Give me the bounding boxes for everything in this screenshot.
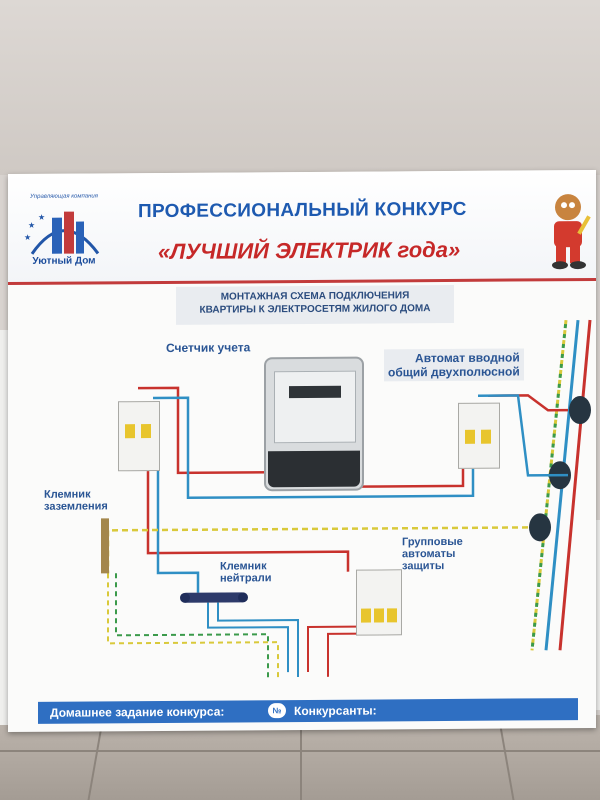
neutral-wire bbox=[153, 396, 475, 500]
svg-text:★: ★ bbox=[38, 213, 45, 222]
meter-face bbox=[274, 370, 356, 444]
breaker-toggle bbox=[125, 424, 135, 439]
group-breakers bbox=[356, 569, 402, 636]
group-breakers-label-line1: Групповые bbox=[402, 535, 463, 549]
svg-text:★: ★ bbox=[24, 233, 31, 242]
meter-terminal-cover bbox=[268, 450, 360, 488]
ground-terminal-label: Клемник заземления bbox=[44, 488, 108, 512]
meter-display bbox=[289, 385, 341, 399]
breaker-toggle bbox=[374, 608, 384, 623]
svg-text:★: ★ bbox=[28, 221, 35, 230]
ground-terminal-label-line1: Клемник bbox=[44, 488, 91, 501]
riser-tap-clamp bbox=[569, 396, 591, 425]
neutral-terminal-label-line2: нейтрали bbox=[220, 572, 272, 585]
ground-terminal-bar bbox=[101, 518, 109, 574]
breaker-toggle bbox=[481, 429, 491, 444]
breaker-toggle bbox=[141, 424, 151, 439]
riser-phase-wire bbox=[558, 319, 592, 651]
company-logo: Управляющая компания ★ ★ ★ Уютный Дом bbox=[18, 193, 110, 272]
neutral-wire bbox=[156, 467, 200, 593]
phase-wire bbox=[353, 450, 465, 488]
ground-wire bbox=[106, 526, 528, 574]
wall bbox=[0, 0, 600, 175]
poster-footer: Домашнее задание конкурса: № Конкурсанты… bbox=[38, 698, 578, 724]
contestants-label: Конкурсанты: bbox=[294, 703, 377, 719]
neutral-terminal-label: Клемник нейтрали bbox=[220, 560, 272, 584]
neutral-terminal-label-line1: Клемник bbox=[220, 560, 267, 573]
meter-label: Счетчик учета bbox=[166, 340, 251, 355]
building-logo-icon: ★ ★ ★ bbox=[24, 211, 100, 255]
wiring-diagram bbox=[101, 319, 592, 678]
homework-label: Домашнее задание конкурса: bbox=[50, 704, 225, 720]
neutral-terminal-bar bbox=[183, 592, 245, 603]
number-badge: № bbox=[268, 703, 286, 719]
main-breaker-right bbox=[458, 402, 500, 469]
floor-tile-seam bbox=[300, 715, 302, 800]
breaker-toggle bbox=[361, 608, 371, 623]
ground-terminal-label-line2: заземления bbox=[44, 500, 108, 513]
group-breakers-label: Групповые автоматы защиты bbox=[402, 536, 463, 572]
breaker-toggle bbox=[387, 608, 397, 623]
main-breaker-label: Автомат вводной общий двухполюсной bbox=[384, 348, 524, 382]
breaker-toggle bbox=[465, 429, 475, 444]
group-breakers-label-line2: автоматы bbox=[402, 547, 456, 561]
phase-wire bbox=[138, 386, 270, 475]
electricity-meter bbox=[264, 356, 364, 492]
main-breaker-label-line2: общий двухполюсной bbox=[388, 364, 520, 380]
riser-tap-clamp bbox=[529, 513, 551, 542]
main-breaker-label-line1: Автомат вводной bbox=[415, 350, 520, 366]
phase-wire bbox=[146, 468, 350, 572]
poster-header: Управляющая компания ★ ★ ★ Уютный Дом ПР… bbox=[8, 169, 596, 286]
poster-board: Управляющая компания ★ ★ ★ Уютный Дом ПР… bbox=[8, 169, 596, 733]
group-breakers-label-line3: защиты bbox=[402, 560, 445, 573]
neutral-wire bbox=[478, 394, 568, 477]
main-breaker-left bbox=[118, 400, 160, 472]
electrician-mascot-icon bbox=[552, 194, 591, 270]
